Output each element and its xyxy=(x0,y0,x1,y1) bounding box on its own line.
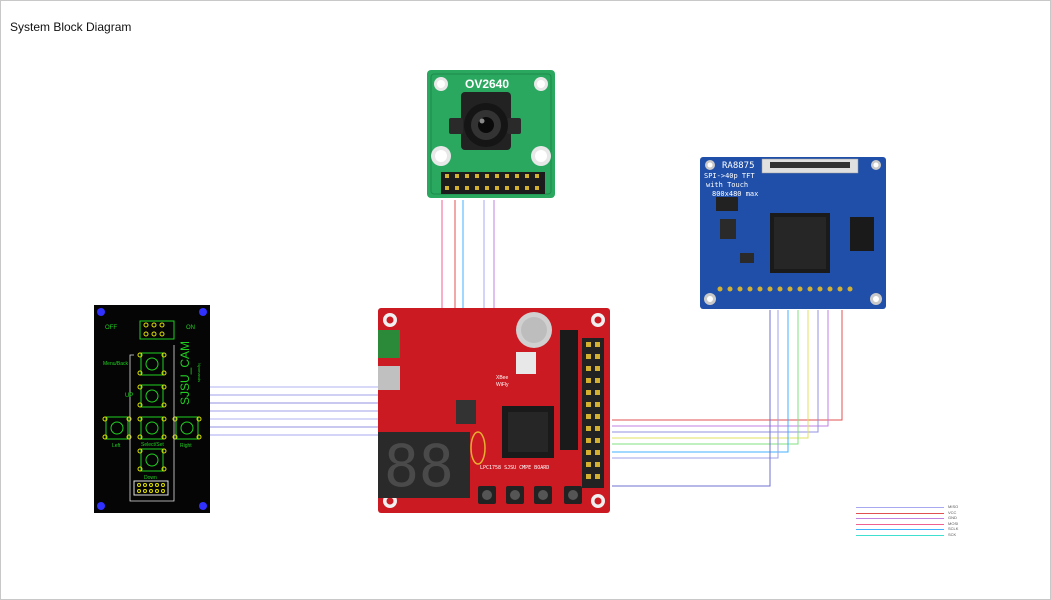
wire xyxy=(612,310,819,433)
display-line-1: SPI->40p TFT xyxy=(704,172,755,180)
select-set-label: Select/Set xyxy=(141,442,164,448)
wire xyxy=(612,310,809,439)
camera-board-graphic xyxy=(427,70,555,198)
keypad-board: SJSU_CAM Nyomands OFF ON Menu/Back UP Se… xyxy=(94,305,210,513)
wire xyxy=(612,310,771,487)
svg-text:88: 88 xyxy=(384,432,454,500)
legend-item: MISO xyxy=(856,504,966,510)
display-driver-board: RA8875 SPI->40p TFT with Touch 800x480 m… xyxy=(700,157,886,309)
legend-swatch xyxy=(856,534,944,536)
down-label: Down xyxy=(144,475,157,481)
display-line-3: 800x480 max xyxy=(712,190,759,198)
sjsu-board: 88 LPC1758 SJSU CMPE BOARD XBee WiFly xyxy=(378,308,610,513)
legend-label: SCLK xyxy=(948,526,959,531)
display-line-2: with Touch xyxy=(706,181,749,189)
wire xyxy=(612,310,843,421)
legend-swatch xyxy=(856,529,944,530)
legend-label: MISO xyxy=(948,504,959,509)
menu-back-label: Menu/Back xyxy=(103,361,129,367)
legend-swatch xyxy=(856,523,944,525)
legend-label: MOSI xyxy=(948,520,959,526)
keypad-subtitle: Nyomands xyxy=(197,363,202,383)
legend-label: SCK xyxy=(948,531,957,537)
wire xyxy=(612,310,789,453)
up-label: UP xyxy=(125,393,134,399)
display-board-graphic xyxy=(700,157,886,309)
sjsu-board-label: LPC1758 SJSU CMPE BOARD xyxy=(480,465,550,471)
legend-swatch xyxy=(856,507,944,508)
wire xyxy=(612,310,829,427)
legend-item: SCK xyxy=(856,532,966,538)
legend-swatch xyxy=(856,518,944,519)
sjsu-board-graphic: 88 xyxy=(378,308,610,513)
legend-item: GND xyxy=(856,515,966,521)
xbee-label: XBee xyxy=(496,375,509,381)
legend-item: SCLK xyxy=(856,526,966,532)
legend-item: MOSI xyxy=(856,521,966,527)
legend-label: VCC xyxy=(948,509,957,515)
left-label: Left xyxy=(112,443,121,449)
wire xyxy=(612,310,779,459)
wifly-label: WiFly xyxy=(496,382,509,388)
display-label: RA8875 xyxy=(722,161,755,171)
page-title: System Block Diagram xyxy=(10,20,132,34)
keypad-board-graphic xyxy=(94,305,210,513)
camera-label: OV2640 xyxy=(465,77,510,91)
camera-module: OV2640 xyxy=(427,70,555,198)
switch-off-label: OFF xyxy=(105,325,117,331)
legend-swatch xyxy=(856,512,944,514)
keypad-title: SJSU_CAM xyxy=(178,340,192,405)
legend-item: VCC xyxy=(856,510,966,516)
right-label: Right xyxy=(180,443,192,449)
legend-label: GND xyxy=(948,515,957,520)
switch-on-label: ON xyxy=(186,325,195,331)
wire xyxy=(612,310,799,445)
